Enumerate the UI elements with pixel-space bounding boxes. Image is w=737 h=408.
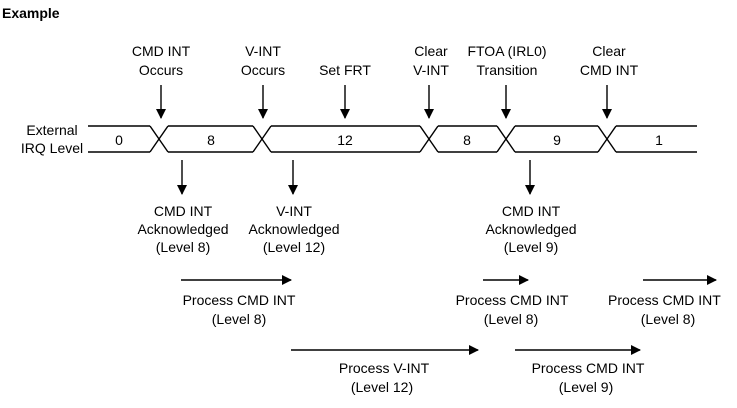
level-value: 0 [115,132,123,148]
event-label: V-INT [413,62,449,78]
event-v-int-ack-level-12: V-INT Acknowledged (Level 12) [248,160,340,255]
event-label: CMD INT [132,43,191,59]
event-label: FTOA (IRL0) [467,43,546,59]
level-value: 8 [207,132,215,148]
irq-level-waveform [88,125,697,153]
process-label: (Level 8) [484,311,538,327]
process-cmd-int-level-8-a: Process CMD INT (Level 8) [181,275,296,327]
process-v-int-level-12: Process V-INT (Level 12) [291,345,479,395]
event-label: Occurs [241,62,285,78]
event-label: CMD INT [580,62,639,78]
level-value: 8 [463,132,471,148]
process-label: (Level 8) [212,311,266,327]
diagram-title: Example [2,5,60,21]
event-label: V-INT [245,43,281,59]
process-cmd-int-level-8-b: Process CMD INT (Level 8) [456,275,569,327]
signal-label-line-1: External [26,122,77,138]
event-label: (Level 8) [156,239,210,255]
event-cmd-int-occurs: CMD INT Occurs [132,43,191,119]
event-label: (Level 9) [504,239,558,255]
signal-label-line-2: IRQ Level [21,140,83,156]
event-label: Clear [592,43,626,59]
event-label: CMD INT [154,203,213,219]
event-ftoa-transition: FTOA (IRL0) Transition [467,43,547,119]
process-label: Process CMD INT [532,360,645,376]
event-label: CMD INT [502,203,561,219]
event-label: Acknowledged [485,221,576,237]
event-label: (Level 12) [263,239,325,255]
process-label: Process V-INT [339,360,430,376]
process-label: (Level 9) [559,379,613,395]
level-value: 12 [337,132,353,148]
event-label: Set FRT [319,62,371,78]
event-label: Transition [477,62,538,78]
event-set-frt: Set FRT [319,62,371,119]
event-label: Clear [414,43,448,59]
event-label: Acknowledged [248,221,339,237]
level-value: 1 [655,132,663,148]
process-label: Process CMD INT [183,292,296,308]
process-label: (Level 12) [351,379,413,395]
event-cmd-int-ack-level-8: CMD INT Acknowledged (Level 8) [137,160,229,255]
level-value: 9 [553,132,561,148]
process-cmd-int-level-9: Process CMD INT (Level 9) [515,345,645,395]
event-clear-v-int: Clear V-INT [413,43,449,119]
event-cmd-int-ack-level-9: CMD INT Acknowledged (Level 9) [485,160,577,255]
event-label: V-INT [276,203,312,219]
process-label: Process CMD INT [456,292,569,308]
process-label: (Level 8) [641,311,695,327]
event-clear-cmd-int: Clear CMD INT [580,43,639,119]
event-label: Occurs [139,62,183,78]
process-cmd-int-level-8-c: Process CMD INT (Level 8) [608,275,721,327]
process-label: Process CMD INT [608,292,721,308]
event-v-int-occurs: V-INT Occurs [241,43,285,119]
event-label: Acknowledged [137,221,228,237]
